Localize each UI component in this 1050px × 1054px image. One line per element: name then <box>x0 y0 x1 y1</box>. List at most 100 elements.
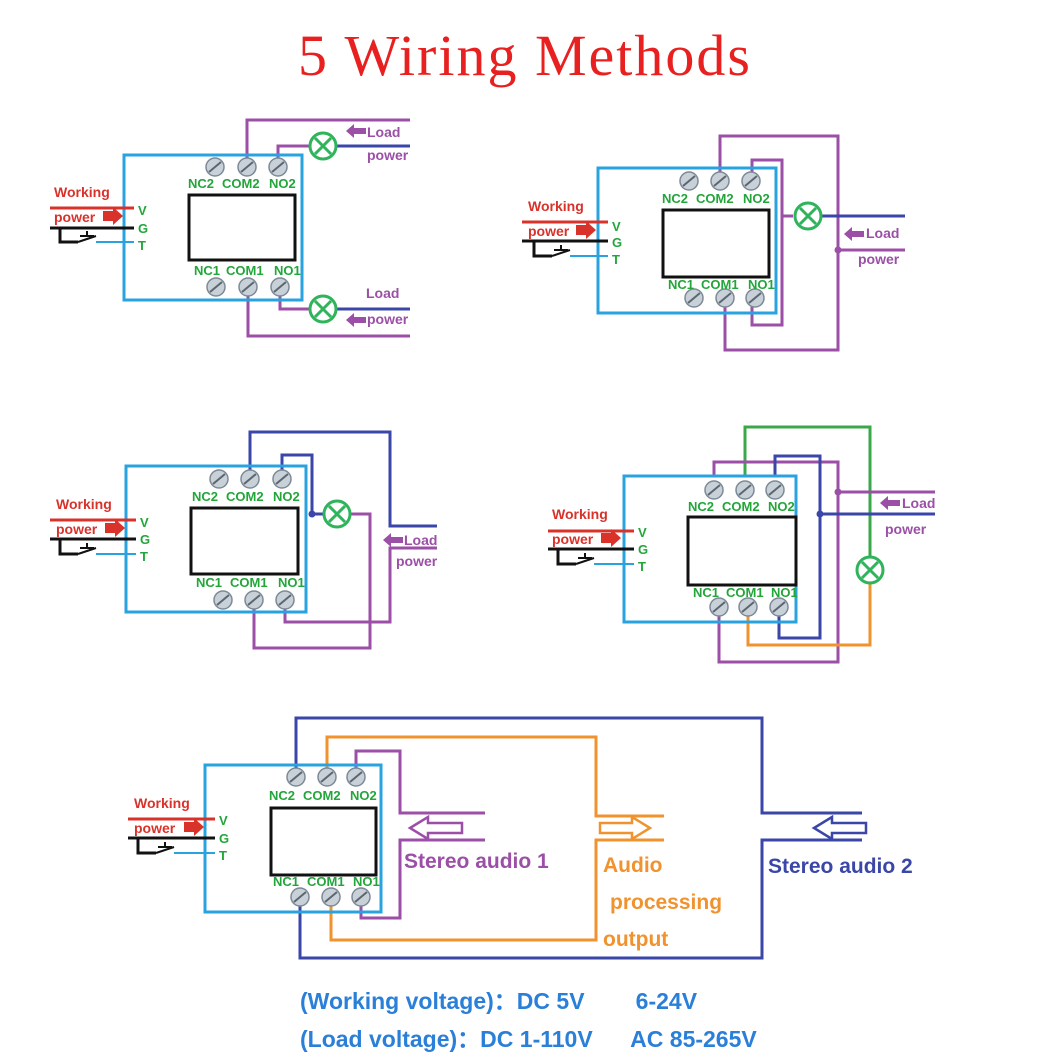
diagram-3: Load power NC2 COM2 NO2 NC1 COM1 NO1 V G… <box>50 430 438 650</box>
working-voltage-line: (Working voltage)：DC 5V 6-24V <box>300 988 698 1014</box>
load-power-label: power <box>367 311 409 327</box>
load-label: Load <box>366 285 399 301</box>
terminal-screw-icon <box>240 469 260 489</box>
page-title: 5 Wiring Methods <box>298 23 752 88</box>
power-label: power <box>56 521 98 537</box>
left-arrow-icon <box>880 496 900 510</box>
power-label: power <box>528 223 570 239</box>
working-label: Working <box>134 795 190 811</box>
diagram-4: Load power NC2 COM2 NO2 NC1 COM1 NO1 V G… <box>548 425 935 664</box>
lamp-icon <box>793 201 823 231</box>
nc2-label: NC2 <box>688 499 714 514</box>
working-label: Working <box>552 506 608 522</box>
audio-processing-line3: output <box>603 928 668 951</box>
diagram-2: Load power NC2 COM2 NO2 NC1 COM1 NO1 V G… <box>522 134 905 352</box>
audio-processing-line1: Audio <box>603 854 662 877</box>
pin-g-label: G <box>140 532 150 547</box>
working-label: Working <box>54 184 110 200</box>
com1-label: COM1 <box>307 874 345 889</box>
lamp-icon <box>308 294 338 324</box>
com2-label: COM2 <box>303 788 341 803</box>
load-label: Load <box>404 532 437 548</box>
right-arrow-icon <box>184 818 204 836</box>
no2-label: NO2 <box>768 499 795 514</box>
no2-label: NO2 <box>350 788 377 803</box>
relay-block <box>686 515 798 587</box>
right-arrow-icon <box>103 207 123 225</box>
com2-label: COM2 <box>696 191 734 206</box>
terminal-screw-icon <box>237 157 257 177</box>
pin-v-label: V <box>638 525 647 540</box>
pin-g-label: G <box>219 831 229 846</box>
nc1-label: NC1 <box>196 575 222 590</box>
load-label: Load <box>367 124 400 140</box>
nc1-label: NC1 <box>668 277 694 292</box>
com1-label: COM1 <box>226 263 264 278</box>
right-arrow-icon <box>598 814 653 842</box>
terminal-screw-icon <box>317 767 337 787</box>
terminal-screw-icon <box>679 171 699 191</box>
load-power-label: power <box>858 251 900 267</box>
working-label: Working <box>56 496 112 512</box>
terminal-screw-icon <box>709 597 729 617</box>
pin-g-label: G <box>138 221 148 236</box>
terminal-screw-icon <box>738 597 758 617</box>
relay-block <box>187 193 297 262</box>
terminal-screw-icon <box>206 277 226 297</box>
nc2-label: NC2 <box>662 191 688 206</box>
pin-v-label: V <box>612 219 621 234</box>
com1-label: COM1 <box>230 575 268 590</box>
terminal-screw-icon <box>346 767 366 787</box>
pin-t-label: T <box>219 848 227 863</box>
pin-v-label: V <box>219 813 228 828</box>
no1-label: NO1 <box>748 277 775 292</box>
nc2-label: NC2 <box>192 489 218 504</box>
nc1-label: NC1 <box>273 874 299 889</box>
terminal-screw-icon <box>290 887 310 907</box>
no2-label: NO2 <box>269 176 296 191</box>
load-label: Load <box>866 225 899 241</box>
audio-processing-line2: processing <box>610 891 722 914</box>
com2-label: COM2 <box>722 499 760 514</box>
terminal-screw-icon <box>704 480 724 500</box>
nc2-label: NC2 <box>269 788 295 803</box>
load-power-label: power <box>367 147 409 163</box>
terminal-screw-icon <box>286 767 306 787</box>
terminal-screw-icon <box>272 469 292 489</box>
terminal-screw-icon <box>270 277 290 297</box>
no1-label: NO1 <box>274 263 301 278</box>
pin-g-label: G <box>612 235 622 250</box>
pin-t-label: T <box>138 238 146 253</box>
pin-t-label: T <box>638 559 646 574</box>
no2-label: NO2 <box>273 489 300 504</box>
load-voltage-line: (Load voltage)：DC 1-110V AC 85-265V <box>300 1026 757 1052</box>
diagram-1: Load power Load power NC2 COM2 NO2 NC1 C… <box>50 118 410 338</box>
no1-label: NO1 <box>278 575 305 590</box>
stereo-audio-1-label: Stereo audio 1 <box>404 850 549 873</box>
terminal-screw-icon <box>213 590 233 610</box>
pin-g-label: G <box>638 542 648 557</box>
terminal-screw-icon <box>205 157 225 177</box>
right-arrow-icon <box>105 519 125 537</box>
terminal-screw-icon <box>735 480 755 500</box>
no1-label: NO1 <box>353 874 380 889</box>
terminal-screw-icon <box>769 597 789 617</box>
load-label: Load <box>902 495 935 511</box>
terminal-screw-icon <box>244 590 264 610</box>
terminal-screw-icon <box>710 171 730 191</box>
nc2-label: NC2 <box>188 176 214 191</box>
terminal-screw-icon <box>765 480 785 500</box>
working-label: Working <box>528 198 584 214</box>
lamp-icon <box>322 499 352 529</box>
pin-t-label: T <box>140 549 148 564</box>
relay-block <box>189 506 300 576</box>
lamp-icon <box>308 131 338 161</box>
load-power-label: power <box>396 553 438 569</box>
relay-block <box>661 208 771 279</box>
com1-label: COM1 <box>726 585 764 600</box>
com2-label: COM2 <box>226 489 264 504</box>
terminal-screw-icon <box>238 277 258 297</box>
left-arrow-icon <box>346 124 366 138</box>
lamp-icon <box>855 555 885 585</box>
